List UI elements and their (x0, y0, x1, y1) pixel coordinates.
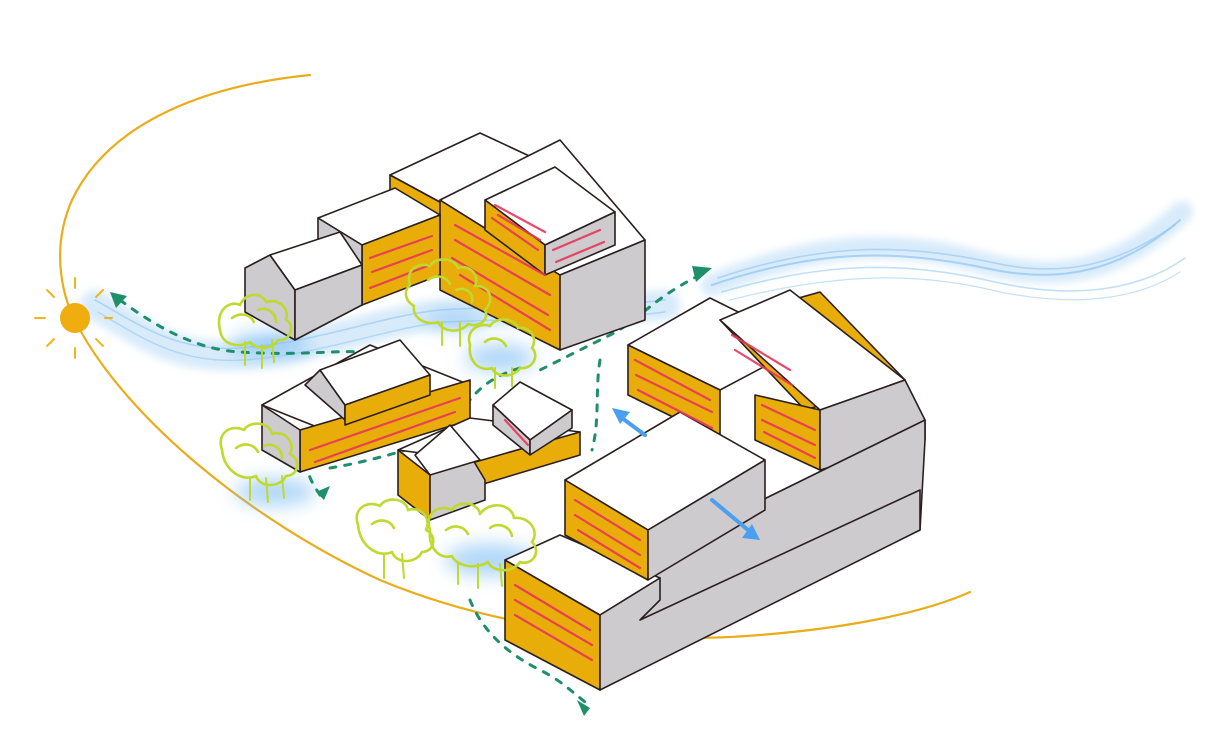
arrow-blue-down (710, 498, 760, 540)
tree-cluster-icon (404, 258, 492, 347)
wind-stream-east (701, 201, 1193, 301)
building-block-icon (389, 132, 646, 351)
tree-cluster-icon (217, 293, 293, 369)
building-block-icon (261, 339, 471, 473)
tree-cluster-icon (219, 422, 299, 503)
airflow-arrow-icon (692, 266, 712, 282)
tree-cluster-icon (355, 498, 435, 579)
airflow-arrow-icon (316, 486, 330, 500)
building-block-icon (244, 231, 363, 341)
building-block-icon (504, 289, 926, 691)
airflow-arrow-icon (110, 292, 127, 308)
sun-icon (34, 277, 113, 359)
arrow-blue-up (612, 408, 647, 437)
airflow-arrow-icon (577, 700, 590, 716)
tree-cluster-icon (427, 502, 538, 589)
tree-cluster-icon (467, 318, 537, 389)
